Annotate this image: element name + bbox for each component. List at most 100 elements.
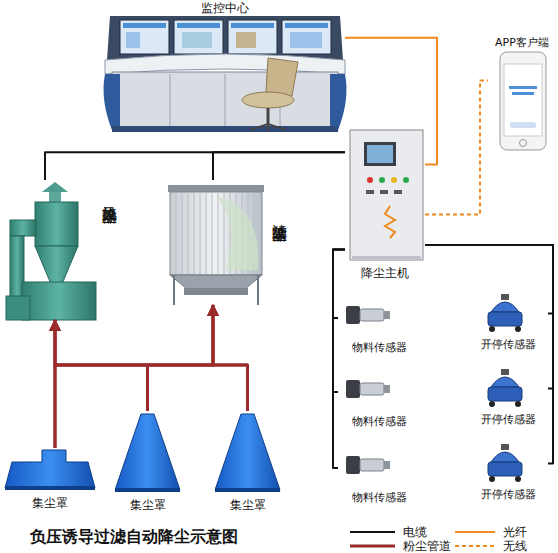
material-sensor-icon bbox=[346, 456, 390, 474]
console-back bbox=[107, 16, 343, 60]
chimney bbox=[49, 192, 61, 202]
sensor-node: 物料传感器 bbox=[338, 372, 420, 429]
screen-content bbox=[182, 32, 212, 48]
hood-rim bbox=[215, 488, 280, 492]
legend-cable-sample bbox=[350, 531, 395, 533]
legend-fiber-sample bbox=[455, 531, 495, 533]
cable-line bbox=[425, 245, 553, 314]
sensor-node: 物料传感器 bbox=[338, 298, 420, 355]
legend-wireless-sample bbox=[455, 545, 495, 547]
dust-pipe bbox=[54, 320, 57, 448]
host-switch bbox=[366, 190, 374, 194]
cable-line bbox=[213, 152, 345, 180]
screen-content bbox=[236, 32, 256, 48]
node-label: 集尘罩 bbox=[110, 498, 185, 512]
sensor-dome bbox=[491, 377, 519, 387]
cyclone-node: 旋风除尘器 bbox=[5, 180, 120, 320]
sensor-tip bbox=[384, 461, 390, 469]
sensor-body bbox=[360, 383, 384, 395]
node-label: 物料传感器 bbox=[338, 341, 420, 355]
screw-conveyor bbox=[184, 288, 248, 295]
dust-pipe bbox=[55, 320, 248, 411]
dust-pipe bbox=[55, 320, 148, 411]
hood-node: 集尘罩 bbox=[5, 448, 95, 510]
phone-body bbox=[500, 52, 546, 150]
sensor-base bbox=[488, 387, 522, 401]
cabinet-divider bbox=[170, 74, 171, 128]
screen-logo bbox=[510, 122, 536, 128]
sensor-body bbox=[360, 309, 384, 321]
host-node: 降尘主机 bbox=[345, 128, 425, 280]
sensor-body bbox=[360, 459, 384, 471]
chair-back bbox=[266, 58, 298, 96]
cable-line bbox=[333, 250, 345, 392]
cyclone-body bbox=[35, 202, 78, 246]
switch-sensor-icon bbox=[488, 294, 522, 332]
screen bbox=[174, 20, 223, 54]
cabinet-divider bbox=[225, 74, 226, 128]
app-node: APP客户端 bbox=[488, 36, 556, 150]
cyclone-illustration bbox=[6, 182, 96, 320]
material-sensor-icon bbox=[346, 306, 390, 324]
sensor-wheel bbox=[489, 476, 495, 482]
sensor-tip bbox=[384, 385, 390, 393]
switch-sensor-icon bbox=[488, 369, 522, 407]
dust-pipe bbox=[55, 305, 213, 448]
screen bbox=[228, 20, 277, 54]
cable-line bbox=[45, 152, 345, 180]
cable-line bbox=[425, 245, 553, 464]
sensor-tip bbox=[384, 311, 390, 319]
chair-post bbox=[267, 108, 270, 124]
diagram-caption: 负压诱导过滤自动降尘示意图 bbox=[30, 527, 238, 547]
filter-panel bbox=[215, 196, 258, 270]
cable-line bbox=[425, 245, 553, 389]
dust-pipe bbox=[213, 305, 248, 411]
screen bbox=[282, 20, 331, 54]
node-label: 开停传感器 bbox=[468, 413, 548, 427]
desk-side bbox=[330, 74, 346, 130]
sensor-wheel bbox=[515, 326, 521, 332]
screen-line bbox=[512, 92, 534, 95]
sensor-dome bbox=[491, 302, 519, 312]
host-button bbox=[379, 177, 385, 183]
filter-box bbox=[170, 192, 262, 275]
sensor-gland bbox=[501, 369, 509, 375]
screen-content bbox=[126, 32, 140, 48]
hood-rim bbox=[5, 486, 95, 490]
host-screen-frame bbox=[364, 142, 396, 166]
fiber-line bbox=[425, 81, 488, 215]
sensor-head bbox=[346, 306, 360, 324]
host-illustration bbox=[350, 130, 423, 260]
node-label: 物料传感器 bbox=[338, 415, 420, 429]
hood-shape bbox=[5, 450, 95, 488]
console-node: 监控中心 bbox=[105, 0, 345, 135]
host-base bbox=[352, 256, 421, 260]
chair-legs bbox=[250, 124, 286, 132]
sensor-node: 物料传感器 bbox=[338, 448, 420, 505]
material-sensor-icon bbox=[346, 380, 390, 398]
sensor-dome bbox=[491, 452, 519, 462]
sensor-wheel bbox=[515, 401, 521, 407]
desk-top bbox=[105, 54, 345, 74]
phone-illustration bbox=[500, 52, 546, 150]
desk-base bbox=[112, 126, 338, 132]
node-label: 集尘罩 bbox=[5, 496, 95, 510]
screen-bar bbox=[285, 23, 328, 28]
phone-screen bbox=[504, 64, 542, 136]
node-label: 降尘主机 bbox=[345, 266, 425, 280]
console-illustration bbox=[104, 16, 347, 132]
node-label: 开停传感器 bbox=[468, 338, 548, 352]
hood-shape bbox=[215, 414, 280, 490]
screen-content bbox=[290, 32, 322, 48]
sensor-base bbox=[488, 462, 522, 476]
node-label: 开停传感器 bbox=[468, 488, 548, 502]
sensor-gland bbox=[501, 444, 509, 450]
host-screen bbox=[367, 145, 393, 163]
screen-bar bbox=[231, 23, 274, 28]
chair-seat bbox=[242, 92, 294, 108]
host-button bbox=[403, 177, 409, 183]
home-button bbox=[520, 140, 527, 147]
fan-box bbox=[6, 296, 30, 320]
